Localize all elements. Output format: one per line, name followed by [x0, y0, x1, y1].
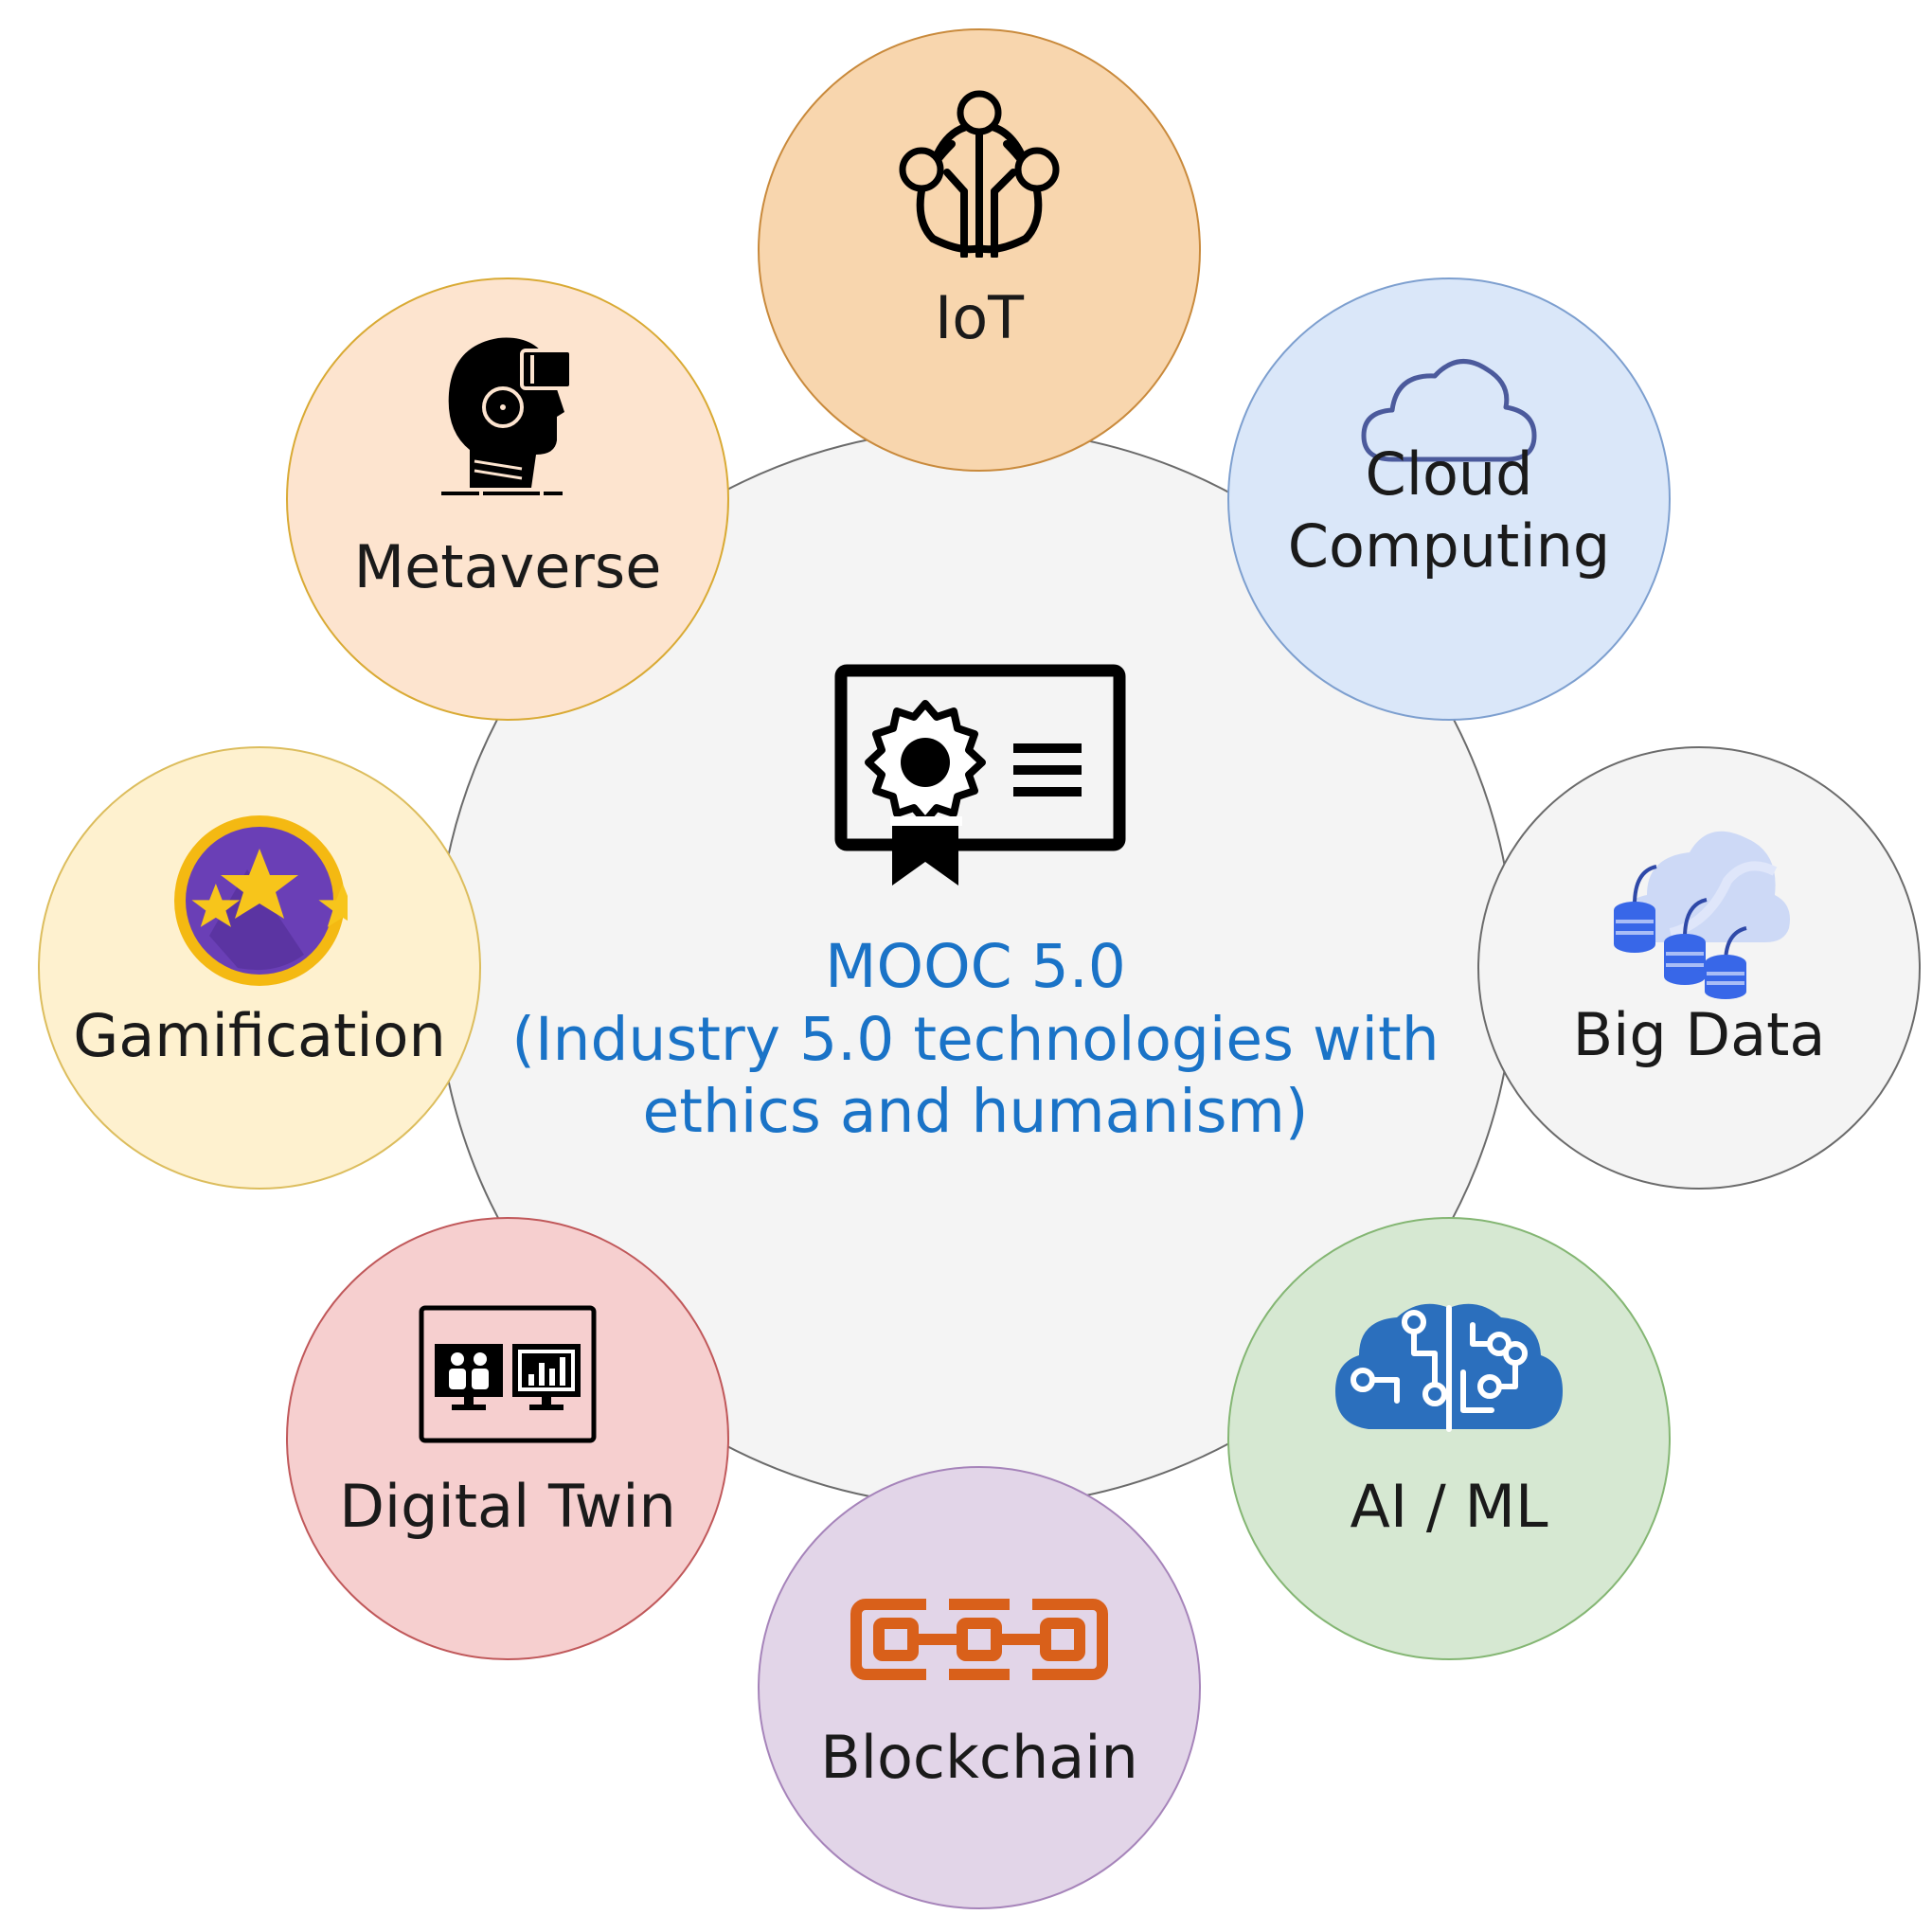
certificate-icon	[834, 664, 1126, 886]
iot-circuit-icon	[899, 90, 1060, 258]
vr-headset-icon	[441, 337, 573, 495]
node-label: Cloud Computing	[1287, 439, 1611, 581]
ai-brain-icon	[1335, 1303, 1563, 1432]
node-blockchain: Blockchain	[758, 1466, 1201, 1909]
node-label: Big Data	[1572, 1000, 1826, 1069]
gamification-badge-icon	[174, 815, 348, 986]
node-cloud-computing: Cloud Computing	[1227, 277, 1671, 721]
node-label: Blockchain	[820, 1723, 1138, 1792]
node-label: Gamification	[73, 1001, 446, 1070]
node-iot: IoT	[758, 28, 1201, 472]
node-label: AI / ML	[1350, 1472, 1548, 1541]
big-data-icon	[1614, 831, 1790, 999]
chain-icon	[850, 1599, 1108, 1680]
node-label: Metaverse	[353, 532, 662, 601]
node-ai-ml: AI / ML	[1227, 1217, 1671, 1660]
node-metaverse: Metaverse	[286, 277, 729, 721]
digital-twin-icon	[419, 1305, 597, 1443]
hub-subtitle: (Industry 5.0 technologies with ethics a…	[511, 1005, 1440, 1146]
hub-title: MOOC 5.0	[825, 932, 1126, 1001]
node-label: IoT	[934, 283, 1025, 352]
node-digital-twin: Digital Twin	[286, 1217, 729, 1660]
node-label: Digital Twin	[339, 1472, 676, 1541]
node-gamification: Gamification	[38, 746, 481, 1190]
cloud-icon	[1361, 359, 1537, 462]
node-big-data: Big Data	[1477, 746, 1921, 1190]
